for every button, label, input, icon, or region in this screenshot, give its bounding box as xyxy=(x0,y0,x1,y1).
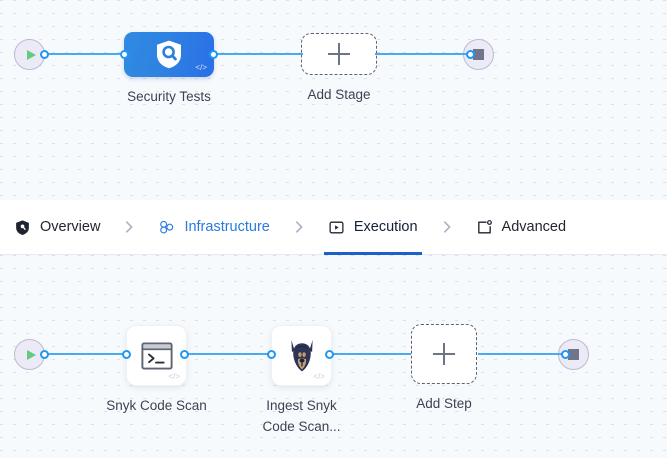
tab-infrastructure[interactable]: Infrastructure xyxy=(154,200,273,255)
shield-icon xyxy=(16,219,29,235)
edge-start-to-stage xyxy=(42,53,128,56)
infrastructure-nodes-icon xyxy=(160,220,174,233)
edge-step1-to-step2 xyxy=(186,353,275,356)
step2-output-port[interactable] xyxy=(325,350,334,359)
add-step-label: Add Step xyxy=(416,396,472,411)
step1-output-port[interactable] xyxy=(180,350,189,359)
edge-stage-to-addstage xyxy=(215,53,303,56)
chevron-right-icon xyxy=(295,221,303,233)
tab-separator-2 xyxy=(274,220,324,234)
plus-icon xyxy=(328,43,350,65)
code-badge: </> xyxy=(313,372,325,381)
plus-icon xyxy=(433,343,455,365)
start-circle[interactable] xyxy=(14,39,45,70)
stage-label: Security Tests xyxy=(127,89,211,104)
shield-search-icon xyxy=(157,40,181,68)
execution-play-icon xyxy=(329,221,344,233)
step1-input-port[interactable] xyxy=(122,350,131,359)
step-label: Ingest Snyk Code Scan... xyxy=(262,398,341,434)
add-stage-button[interactable] xyxy=(301,33,377,75)
stop-square-icon xyxy=(568,349,579,360)
step-card[interactable]: </> xyxy=(126,325,187,386)
edge-addstep-to-end xyxy=(478,353,566,356)
end-input-port[interactable] xyxy=(561,350,570,359)
tab-overview[interactable]: Overview xyxy=(10,200,104,255)
end-input-port[interactable] xyxy=(466,50,475,59)
tab-overview-label: Overview xyxy=(40,219,101,235)
tab-execution[interactable]: Execution xyxy=(323,200,422,255)
stage-input-port[interactable] xyxy=(120,50,129,59)
execution-canvas[interactable]: </> Snyk Code Scan xyxy=(0,255,667,458)
play-icon xyxy=(26,49,36,60)
stage-card[interactable]: </> xyxy=(124,32,214,77)
add-stage-node[interactable]: Add Stage xyxy=(301,33,377,102)
pipeline-tabs[interactable]: Overview Infrastructure E xyxy=(0,200,667,255)
start-output-port[interactable] xyxy=(40,350,49,359)
pipeline-end-node[interactable] xyxy=(463,39,494,70)
add-step-node[interactable]: Add Step xyxy=(411,324,477,411)
play-icon xyxy=(26,349,36,360)
snyk-doberman-icon xyxy=(290,339,313,371)
advanced-settings-icon xyxy=(477,219,492,233)
stage-canvas[interactable]: </> Security Tests Add Stage xyxy=(0,0,667,201)
terminal-icon xyxy=(140,341,173,370)
code-badge: </> xyxy=(168,372,180,381)
edge-start-to-step1 xyxy=(42,353,130,356)
step2-input-port[interactable] xyxy=(267,350,276,359)
pipeline-start-node[interactable] xyxy=(14,39,49,70)
tab-advanced[interactable]: Advanced xyxy=(472,200,571,255)
start-output-port[interactable] xyxy=(40,50,49,59)
edge-step2-to-addstep xyxy=(331,353,411,356)
execution-end-node[interactable] xyxy=(558,339,589,370)
start-circle[interactable] xyxy=(14,339,45,370)
execution-start-node[interactable] xyxy=(14,339,49,370)
tab-execution-label: Execution xyxy=(353,219,418,235)
chevron-right-icon xyxy=(443,221,451,233)
edge-addstage-to-end xyxy=(375,53,471,56)
tab-separator-3 xyxy=(422,220,472,234)
step-card[interactable]: </> xyxy=(271,325,332,386)
add-step-button[interactable] xyxy=(411,324,477,384)
stop-square-icon xyxy=(473,49,484,60)
step-node-snyk-code-scan[interactable]: </> Snyk Code Scan xyxy=(106,325,207,413)
tab-advanced-label: Advanced xyxy=(501,219,567,235)
tab-separator-1 xyxy=(104,220,154,234)
stage-node-security-tests[interactable]: </> Security Tests xyxy=(120,32,218,104)
chevron-right-icon xyxy=(126,221,133,233)
tab-infrastructure-label: Infrastructure xyxy=(184,219,270,235)
code-badge: </> xyxy=(195,63,207,72)
step-node-ingest-snyk-code-scan[interactable]: </> Ingest Snyk Code Scan... xyxy=(262,325,341,434)
step-label: Snyk Code Scan xyxy=(106,398,207,413)
stage-output-port[interactable] xyxy=(209,50,218,59)
add-stage-label: Add Stage xyxy=(307,87,371,102)
